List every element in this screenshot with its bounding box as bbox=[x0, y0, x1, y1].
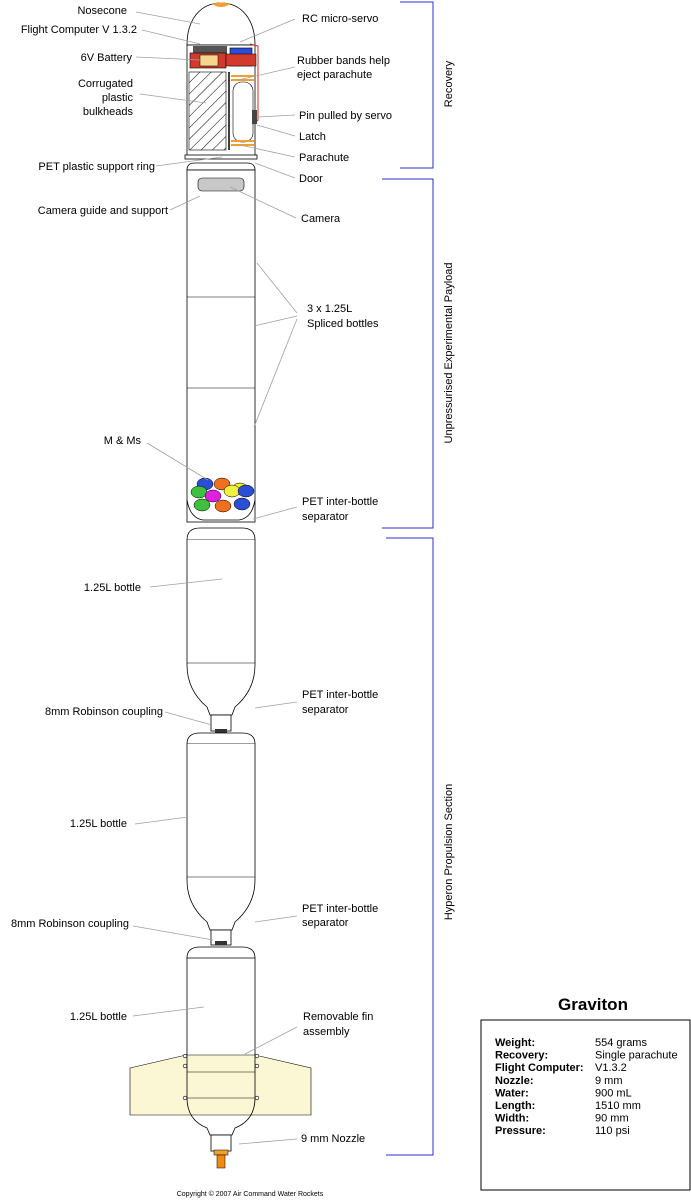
label-nosecone: Nosecone bbox=[77, 5, 127, 17]
nozzle bbox=[216, 1154, 226, 1169]
bottle-1-top bbox=[186, 527, 256, 541]
label-rubber-1: Rubber bands help bbox=[297, 55, 390, 67]
mm-candy bbox=[214, 499, 232, 513]
label-coupling-2: 8mm Robinson coupling bbox=[11, 918, 129, 930]
mms-candies bbox=[190, 477, 255, 513]
label-bottle-3: 1.25L bottle bbox=[70, 1011, 127, 1023]
parachute-bundle bbox=[232, 81, 254, 143]
spec-value: 110 psi bbox=[595, 1125, 630, 1137]
label-separator-1b: separator bbox=[302, 511, 349, 523]
label-camera: Camera bbox=[301, 213, 341, 225]
label-pin: Pin pulled by servo bbox=[299, 110, 392, 122]
right-labels: RC micro-servo Rubber bands help eject p… bbox=[297, 13, 392, 1145]
rubber-bands bbox=[231, 75, 254, 146]
battery-cells bbox=[199, 54, 219, 67]
spec-value: Single parachute bbox=[595, 1050, 678, 1062]
nosecone-shape bbox=[186, 2, 256, 46]
fin-rivets bbox=[182, 1053, 260, 1101]
spec-value: V1.3.2 bbox=[595, 1062, 627, 1074]
label-spliced-2: Spliced bottles bbox=[307, 318, 379, 330]
label-section-recovery: Recovery bbox=[443, 60, 455, 107]
label-bulkheads-3: bulkheads bbox=[83, 106, 134, 118]
label-flight-computer: Flight Computer V 1.3.2 bbox=[21, 24, 137, 36]
label-separator-3b: separator bbox=[302, 917, 349, 929]
label-separator-2a: PET inter-bottle bbox=[302, 689, 378, 701]
bottle-2-top bbox=[186, 732, 256, 745]
servo-mount bbox=[225, 53, 257, 67]
spec-key: Water: bbox=[495, 1087, 529, 1099]
label-latch: Latch bbox=[299, 131, 326, 143]
copyright: Copyright © 2007 Air Command Water Rocke… bbox=[177, 1190, 324, 1198]
label-section-payload: Unpressurised Experimental Payload bbox=[443, 263, 455, 444]
bulkhead-hatched bbox=[188, 71, 227, 151]
bottle-2-body bbox=[186, 744, 256, 931]
recovery-bracket bbox=[400, 1, 434, 169]
spec-value: 9 mm bbox=[595, 1075, 623, 1087]
diagram-title: Graviton bbox=[558, 995, 628, 1014]
label-rubber-2: eject parachute bbox=[297, 69, 372, 81]
spec-value: 554 grams bbox=[595, 1037, 647, 1049]
nosecone-tip bbox=[212, 2, 230, 7]
payload-tube bbox=[186, 169, 256, 523]
latch bbox=[252, 110, 257, 124]
mm-candy bbox=[233, 497, 251, 511]
camera bbox=[197, 177, 245, 192]
spec-value: 90 mm bbox=[595, 1113, 629, 1125]
label-bulkheads-1: Corrugated bbox=[78, 78, 133, 90]
label-fin-1: Removable fin bbox=[303, 1011, 373, 1023]
label-separator-1a: PET inter-bottle bbox=[302, 496, 378, 508]
spec-key: Width: bbox=[495, 1113, 529, 1125]
mm-candy bbox=[193, 498, 211, 512]
label-separator-2b: separator bbox=[302, 704, 349, 716]
spec-key: Flight Computer: bbox=[495, 1062, 584, 1074]
label-door: Door bbox=[299, 173, 323, 185]
spec-value: 1510 mm bbox=[595, 1100, 641, 1112]
mm-candy bbox=[237, 484, 255, 498]
label-bulkheads-2: plastic bbox=[102, 92, 134, 104]
bottle-1-body bbox=[186, 540, 256, 716]
label-mms: M & Ms bbox=[104, 435, 142, 447]
label-battery: 6V Battery bbox=[81, 52, 133, 64]
fin-assembly bbox=[129, 1054, 312, 1116]
spec-key: Pressure: bbox=[495, 1125, 546, 1137]
nozzle-coupling bbox=[210, 1134, 232, 1152]
label-support-ring: PET plastic support ring bbox=[38, 161, 155, 173]
mm-candy bbox=[204, 489, 222, 503]
label-bottle-1: 1.25L bottle bbox=[84, 582, 141, 594]
label-camera-guide: Camera guide and support bbox=[38, 205, 168, 217]
section-brackets: Recovery Unpressurised Experimental Payl… bbox=[382, 1, 455, 1156]
spec-value: 900 mL bbox=[595, 1087, 632, 1099]
spec-key: Weight: bbox=[495, 1037, 535, 1049]
label-nozzle: 9 mm Nozzle bbox=[301, 1133, 365, 1145]
flight-computer-board bbox=[193, 46, 227, 54]
spec-table-box bbox=[480, 1019, 691, 1191]
payload-bracket bbox=[382, 178, 434, 529]
spec-key: Length: bbox=[495, 1100, 535, 1112]
label-parachute: Parachute bbox=[299, 152, 349, 164]
mm-candy bbox=[223, 484, 241, 498]
label-fin-2: assembly bbox=[303, 1026, 350, 1038]
label-bottle-2: 1.25L bottle bbox=[70, 818, 127, 830]
label-section-propulsion: Hyperon Propulsion Section bbox=[443, 784, 455, 920]
label-servo: RC micro-servo bbox=[302, 13, 378, 25]
rocket-body bbox=[129, 2, 312, 1169]
left-labels: Nosecone Flight Computer V 1.3.2 6V Batt… bbox=[11, 5, 168, 1023]
label-separator-3a: PET inter-bottle bbox=[302, 903, 378, 915]
coupling-1-ring bbox=[215, 729, 227, 733]
coupling-2-ring bbox=[215, 941, 227, 945]
coupling-1 bbox=[210, 714, 232, 732]
label-coupling-1: 8mm Robinson coupling bbox=[45, 706, 163, 718]
nozzle-collar bbox=[213, 1149, 229, 1156]
mm-candy bbox=[190, 485, 208, 499]
payload-top-cap bbox=[186, 162, 256, 171]
bottle-3-top bbox=[186, 946, 256, 959]
spec-key: Nozzle: bbox=[495, 1075, 534, 1087]
propulsion-bracket bbox=[386, 537, 434, 1156]
label-spliced-1: 3 x 1.25L bbox=[307, 303, 352, 315]
spec-key: Recovery: bbox=[495, 1050, 548, 1062]
leader-lines bbox=[132, 11, 298, 1145]
